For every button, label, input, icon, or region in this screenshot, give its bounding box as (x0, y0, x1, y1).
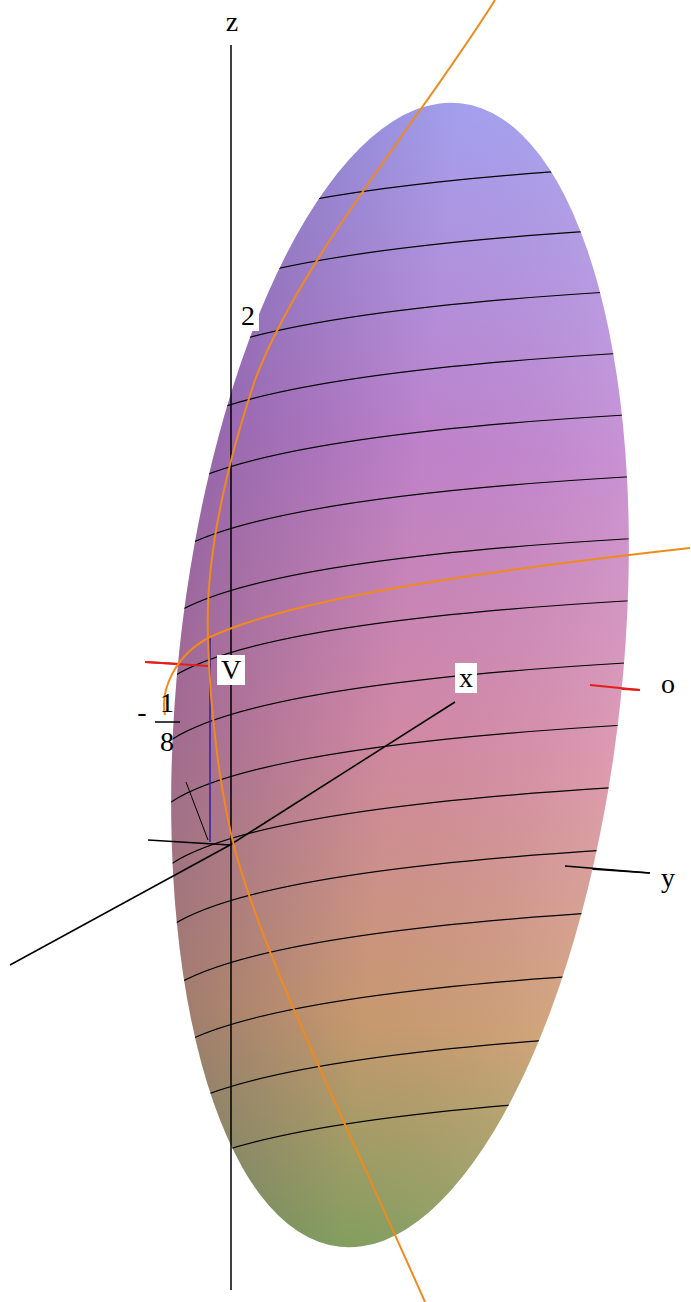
orange-curve (164, 548, 690, 715)
surface-shading (119, 80, 681, 1270)
point-label: V (217, 655, 245, 685)
line-o-front (590, 685, 640, 690)
x-axis-front (230, 702, 455, 845)
axis-label: y (661, 864, 675, 892)
line-label: o (661, 670, 675, 698)
offset-line (148, 840, 230, 845)
leader-line (186, 782, 208, 840)
fraction-numerator: 1 (160, 689, 174, 717)
fraction-denominator: 8 (160, 728, 174, 756)
contour-line (150, 971, 660, 1071)
orange-curve (208, 0, 495, 1302)
ellipsoid-surface (119, 80, 681, 1270)
contour-line (150, 413, 660, 513)
contour-line (150, 289, 660, 389)
contour-line (150, 165, 660, 265)
tick-label: 2 (237, 301, 259, 331)
contour-line (150, 1095, 660, 1195)
fraction-sign: - (137, 698, 146, 726)
x-axis-negative (10, 845, 230, 965)
contour-line (150, 785, 660, 885)
contour-lines (150, 165, 660, 1195)
axis-label: z (226, 8, 238, 36)
contour-line (150, 1033, 660, 1133)
fraction-bar (155, 721, 180, 723)
axis-label: x (455, 663, 477, 693)
y-axis-front (565, 866, 650, 873)
contour-line (150, 599, 660, 699)
contour-line (150, 909, 660, 1009)
contour-line (150, 227, 660, 327)
contour-line (150, 847, 660, 947)
contour-line (150, 351, 660, 451)
